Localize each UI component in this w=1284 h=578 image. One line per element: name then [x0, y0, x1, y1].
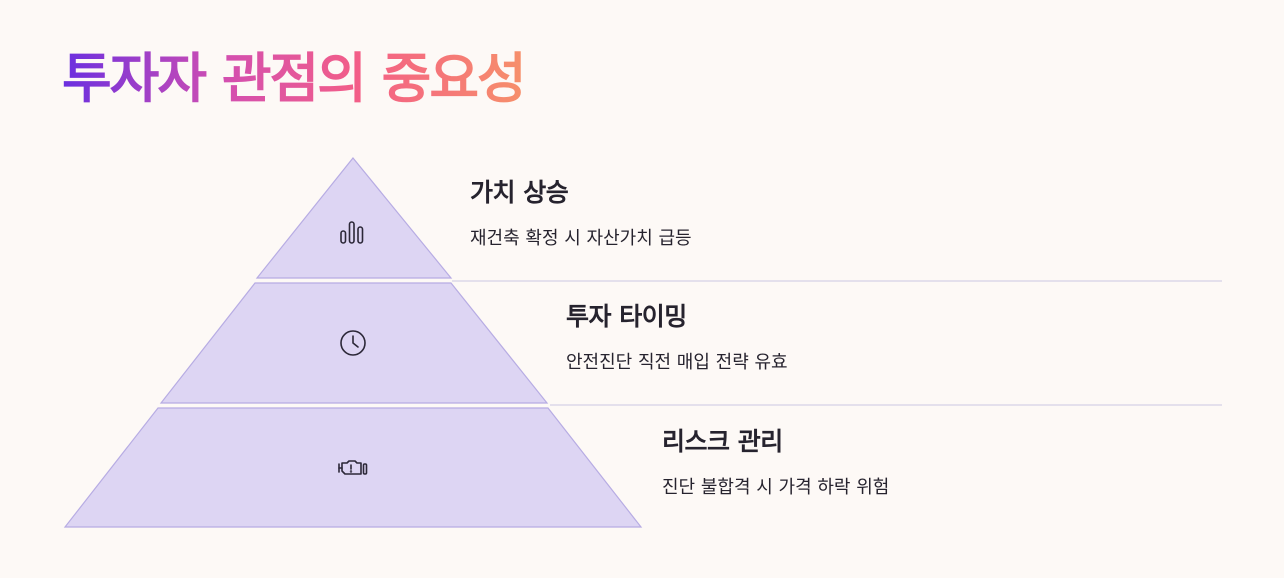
- pyramid-tier-bottom: [63, 407, 643, 528]
- tier-3-text: 리스크 관리 진단 불합격 시 가격 하락 위험: [662, 425, 889, 501]
- tier-2-description: 안전진단 직전 매입 전략 유효: [566, 352, 788, 373]
- engine-warning-icon: [338, 460, 368, 475]
- tier-2-heading: 투자 타이밍: [566, 302, 687, 331]
- tier-1-text: 가치 상승 재건축 확정 시 자산가치 급등: [470, 176, 692, 252]
- tier-3-heading: 리스크 관리: [662, 427, 783, 456]
- clock-icon: [340, 330, 366, 356]
- pyramid-tier-top: [255, 157, 453, 279]
- bar-chart-icon: [340, 221, 364, 244]
- tier-1-heading: 가치 상승: [470, 178, 569, 207]
- tier-2-text: 투자 타이밍 안전진단 직전 매입 전략 유효: [566, 300, 788, 376]
- page-title: 투자자 관점의 중요성: [62, 40, 527, 118]
- tier-1-description: 재건축 확정 시 자산가치 급등: [470, 228, 692, 249]
- tier-3-description: 진단 불합격 시 가격 하락 위험: [662, 477, 890, 498]
